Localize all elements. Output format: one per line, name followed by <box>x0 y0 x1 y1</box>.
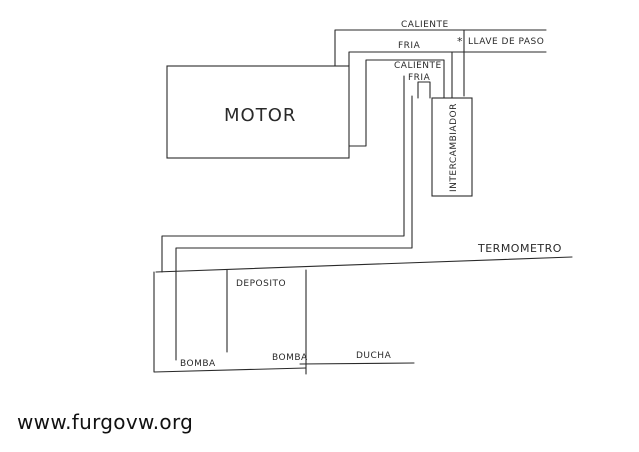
ducha-pipe <box>299 362 415 365</box>
ducha-label: DUCHA <box>356 351 392 361</box>
llave-de-paso-label: LLAVE DE PASO <box>468 37 544 47</box>
intercambiador-label: INTERCAMBIADOR <box>449 103 459 192</box>
inner-down-pipe <box>175 95 413 273</box>
llave-marker: * <box>457 35 463 48</box>
fria-mid-label: FRIA <box>408 73 431 83</box>
fria-top-label: FRIA <box>398 41 421 51</box>
termometro-line <box>155 256 573 273</box>
caliente-top-pipe <box>334 29 547 67</box>
caliente-mid-pipe <box>348 59 445 147</box>
watermark-text: www.furgovw.org <box>17 410 194 434</box>
deposito-label: DEPOSITO <box>236 279 286 289</box>
motor-block <box>166 65 350 159</box>
outer-down-pipe <box>161 75 405 273</box>
fria-top-pipe <box>348 51 547 67</box>
tank-outline <box>153 271 307 373</box>
caliente-mid-label: CALIENTE <box>394 61 442 71</box>
caliente-top-label: CALIENTE <box>401 20 449 30</box>
fria-mid-pipe <box>417 81 431 99</box>
bomba-1-label: BOMBA <box>180 359 216 369</box>
intercambiador-block <box>431 97 473 197</box>
motor-label: MOTOR <box>224 105 296 126</box>
termometro-label: TERMOMETRO <box>477 242 562 255</box>
bomba-2-label: BOMBA <box>272 353 308 363</box>
